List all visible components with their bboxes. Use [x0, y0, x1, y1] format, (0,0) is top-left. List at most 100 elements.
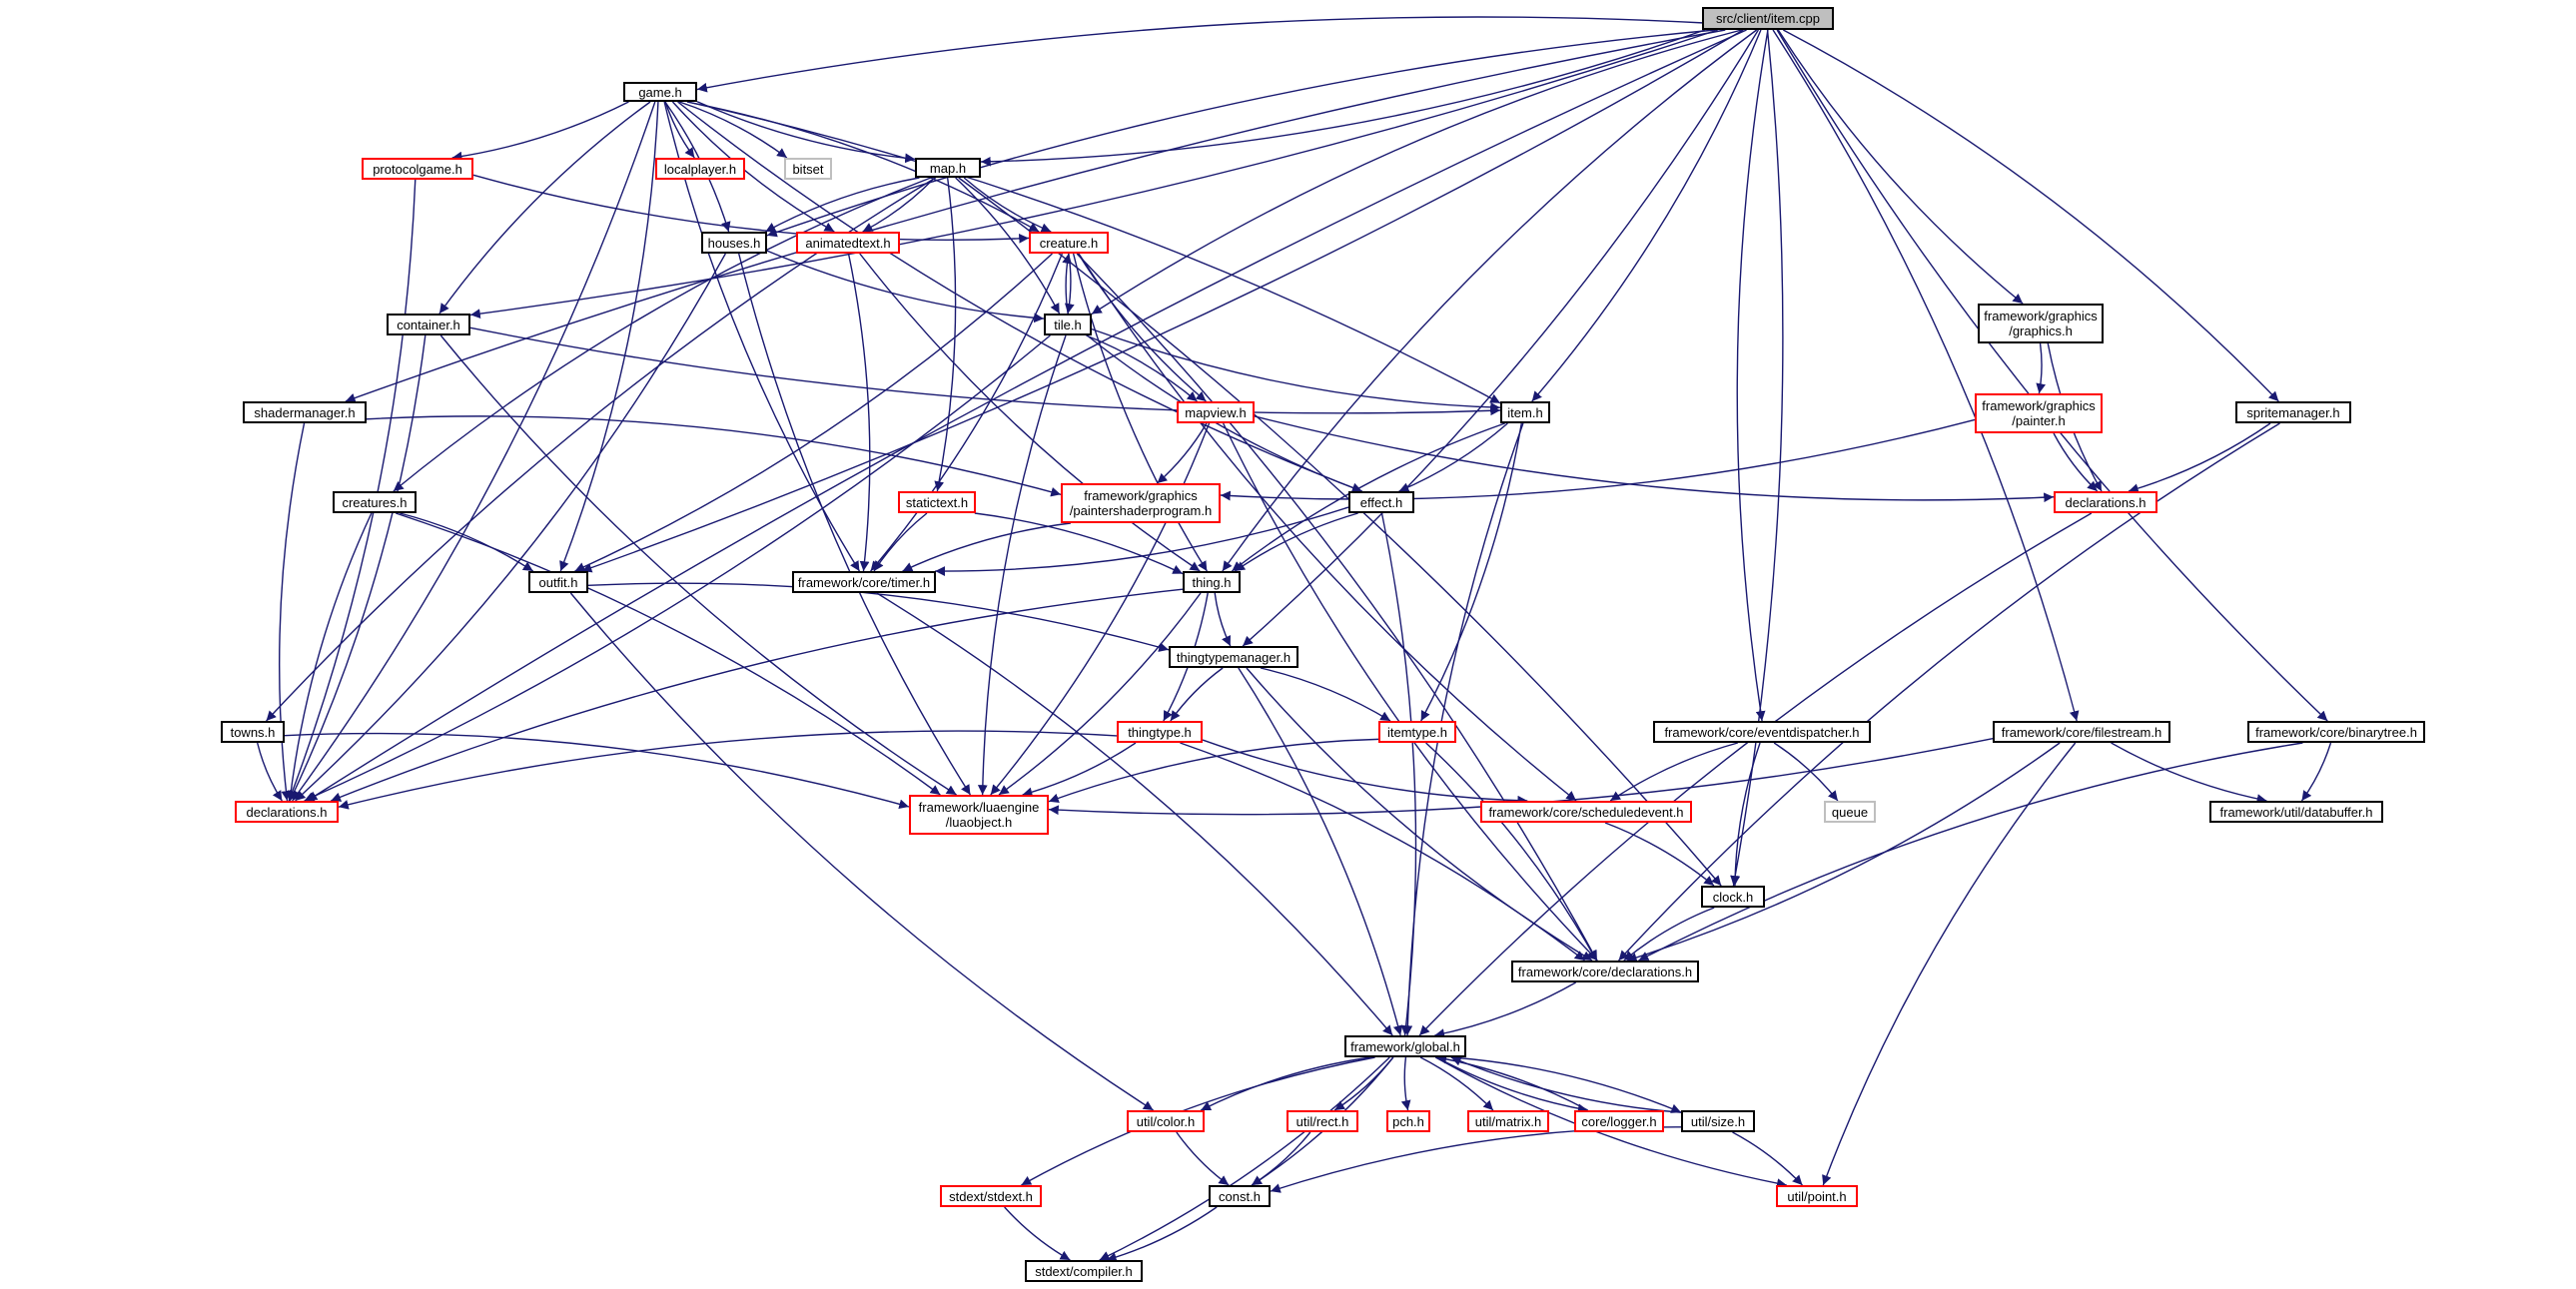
edge-effect-h-to-fw-timer-h	[935, 506, 1349, 576]
edge-houses-h-to-declarations-c-h	[295, 253, 726, 802]
node-fw-core-declarations-h[interactable]: framework/core/declarations.h	[1511, 961, 1699, 982]
node-animatedtext-h[interactable]: animatedtext.h	[796, 232, 900, 254]
edge-game-h-to-protocolgame-h	[451, 101, 629, 162]
edge-creature-h-to-fw-scheduledevent-h	[1078, 253, 1577, 802]
edge-util-color-h-to-const-h	[1176, 1131, 1230, 1186]
edge-fw-painter-h-to-fw-paintershader-h	[1220, 418, 1976, 501]
edge-clock-h-to-fw-core-declarations-h	[1623, 907, 1715, 962]
edge-staticText-h-to-fw-timer-h	[873, 512, 928, 572]
node-item-cpp[interactable]: src/client/item.cpp	[1702, 7, 1834, 30]
edge-game-h-to-animatedtext-h	[671, 101, 835, 233]
edge-fw-global-h-to-pch-h	[1400, 1056, 1411, 1111]
node-towns-h[interactable]: towns.h	[221, 721, 285, 743]
node-fw-paintershader-h[interactable]: framework/graphics /paintershaderprogram…	[1061, 483, 1221, 523]
node-shadermanager-h[interactable]: shadermanager.h	[243, 401, 367, 423]
edge-staticText-h-to-thing-h	[974, 512, 1184, 575]
node-itemtype-h[interactable]: itemtype.h	[1378, 721, 1456, 743]
node-mapview-h[interactable]: mapview.h	[1177, 401, 1255, 423]
edge-houses-h-to-fw-luaobject-h	[738, 253, 972, 796]
node-queue: queue	[1824, 801, 1876, 823]
edge-item-cpp-to-game-h	[696, 16, 1703, 93]
node-spritemanager-h[interactable]: spritemanager.h	[2235, 401, 2351, 423]
node-fw-databuffer-h[interactable]: framework/util/databuffer.h	[2209, 801, 2383, 823]
edge-fw-global-h-to-util-rect-h	[1333, 1056, 1394, 1111]
node-declarations-c-h[interactable]: declarations.h	[235, 801, 339, 823]
edge-fw-global-h-to-stdext-compiler-h	[1099, 1056, 1390, 1261]
edge-thingtypemanager-h-to-fw-global-h	[1238, 667, 1403, 1036]
node-game-h[interactable]: game.h	[623, 82, 697, 102]
node-thing-h[interactable]: thing.h	[1183, 571, 1241, 593]
edge-thingtype-h-to-declarations-c-h	[338, 730, 1118, 810]
edge-tile-h-to-creature-h	[1062, 253, 1073, 315]
node-creature-h[interactable]: creature.h	[1029, 232, 1109, 254]
node-fw-timer-h[interactable]: framework/core/timer.h	[792, 571, 936, 593]
edge-fw-paintershader-h-to-fw-timer-h	[902, 522, 1071, 572]
edge-fw-global-h-to-util-matrix-h	[1419, 1056, 1494, 1111]
edge-fw-eventdispatcher-h-to-queue	[1773, 742, 1839, 802]
edge-thing-h-to-thingtypemanager-h	[1214, 592, 1232, 647]
edge-item-cpp-to-thingtypemanager-h	[1242, 29, 1759, 647]
node-tile-h[interactable]: tile.h	[1044, 314, 1092, 335]
edge-item-h-to-itemtype-h	[1420, 422, 1522, 722]
node-outfit-h[interactable]: outfit.h	[528, 571, 588, 593]
edge-effect-h-to-thing-h	[1234, 512, 1358, 572]
edge-fw-painter-h-to-declarations-g-h	[2053, 432, 2099, 492]
node-pch-h[interactable]: pch.h	[1386, 1110, 1430, 1132]
edge-itemtype-h-to-fw-luaobject-h	[1048, 738, 1379, 804]
node-map-h[interactable]: map.h	[915, 158, 981, 178]
edge-game-h-to-item-h	[686, 101, 1501, 404]
node-item-h[interactable]: item.h	[1500, 401, 1550, 423]
node-stdext-stdext-h[interactable]: stdext/stdext.h	[940, 1185, 1042, 1207]
node-declarations-g-h[interactable]: declarations.h	[2054, 491, 2157, 513]
node-util-color-h[interactable]: util/color.h	[1127, 1110, 1205, 1132]
edge-item-cpp-to-declarations-c-h	[307, 29, 1747, 802]
edge-item-cpp-to-fw-graphics-h	[1777, 29, 2024, 305]
node-core-logger-h[interactable]: core/logger.h	[1574, 1110, 1664, 1132]
node-util-point-h[interactable]: util/point.h	[1776, 1185, 1858, 1207]
edge-item-cpp-to-shadermanager-h	[345, 29, 1726, 403]
edge-util-size-h-to-fw-global-h	[1450, 1056, 1682, 1113]
edge-item-cpp-to-clock-h	[1730, 29, 1784, 887]
node-staticText-h[interactable]: statictext.h	[898, 491, 976, 513]
edge-fw-graphics-h-to-fw-painter-h	[2036, 342, 2047, 394]
node-fw-scheduledevent-h[interactable]: framework/core/scheduledevent.h	[1480, 801, 1692, 823]
edge-mapview-h-to-declarations-g-h	[1254, 415, 2055, 503]
node-fw-filestream-h[interactable]: framework/core/filestream.h	[1993, 721, 2170, 743]
node-clock-h[interactable]: clock.h	[1701, 886, 1765, 908]
node-thingtype-h[interactable]: thingtype.h	[1117, 721, 1203, 743]
edge-layer	[256, 16, 2332, 1262]
node-fw-global-h[interactable]: framework/global.h	[1344, 1035, 1466, 1057]
node-protocolgame-h[interactable]: protocolgame.h	[362, 158, 473, 180]
node-util-rect-h[interactable]: util/rect.h	[1287, 1110, 1358, 1132]
edge-core-logger-h-to-fw-global-h	[1436, 1053, 1588, 1111]
edge-game-h-to-outfit-h	[559, 101, 659, 572]
node-fw-graphics-h[interactable]: framework/graphics /graphics.h	[1978, 304, 2104, 343]
edge-item-cpp-to-thing-h	[1222, 29, 1758, 572]
node-fw-painter-h[interactable]: framework/graphics /painter.h	[1975, 393, 2103, 433]
edge-creature-h-to-fw-core-declarations-h	[1076, 253, 1598, 962]
node-localplayer-h[interactable]: localplayer.h	[655, 158, 745, 180]
node-container-h[interactable]: container.h	[387, 314, 470, 335]
edge-animatedtext-h-to-fw-timer-h	[847, 253, 871, 572]
node-houses-h[interactable]: houses.h	[701, 232, 767, 254]
node-stdext-compiler-h[interactable]: stdext/compiler.h	[1025, 1260, 1143, 1282]
node-const-h[interactable]: const.h	[1209, 1185, 1271, 1207]
edge-tile-h-to-mapview-h	[1086, 334, 1198, 402]
edge-item-cpp-to-fw-eventdispatcher-h	[1736, 29, 1769, 722]
edge-spritemanager-h-to-fw-core-declarations-h	[1618, 422, 2280, 962]
node-util-size-h[interactable]: util/size.h	[1681, 1110, 1755, 1132]
edge-creatures-h-to-fw-luaobject-h	[396, 512, 941, 796]
node-thingtypemanager-h[interactable]: thingtypemanager.h	[1169, 646, 1298, 668]
node-effect-h[interactable]: effect.h	[1348, 491, 1414, 513]
node-fw-binarytree-h[interactable]: framework/core/binarytree.h	[2247, 721, 2425, 743]
edge-thing-h-to-fw-luaobject-h	[998, 592, 1202, 796]
edge-fw-filestream-h-to-fw-databuffer-h	[2111, 742, 2267, 804]
edge-mapview-h-to-fw-core-declarations-h	[1223, 422, 1598, 962]
node-creatures-h[interactable]: creatures.h	[333, 491, 417, 513]
node-fw-eventdispatcher-h[interactable]: framework/core/eventdispatcher.h	[1653, 721, 1871, 743]
node-fw-luaobject-h[interactable]: framework/luaengine /luaobject.h	[909, 795, 1049, 835]
edge-fw-core-declarations-h-to-fw-global-h	[1434, 981, 1577, 1038]
edge-protocolgame-h-to-creature-h	[472, 174, 1030, 244]
edge-game-h-to-effect-h	[677, 101, 1362, 493]
node-util-matrix-h[interactable]: util/matrix.h	[1467, 1110, 1549, 1132]
